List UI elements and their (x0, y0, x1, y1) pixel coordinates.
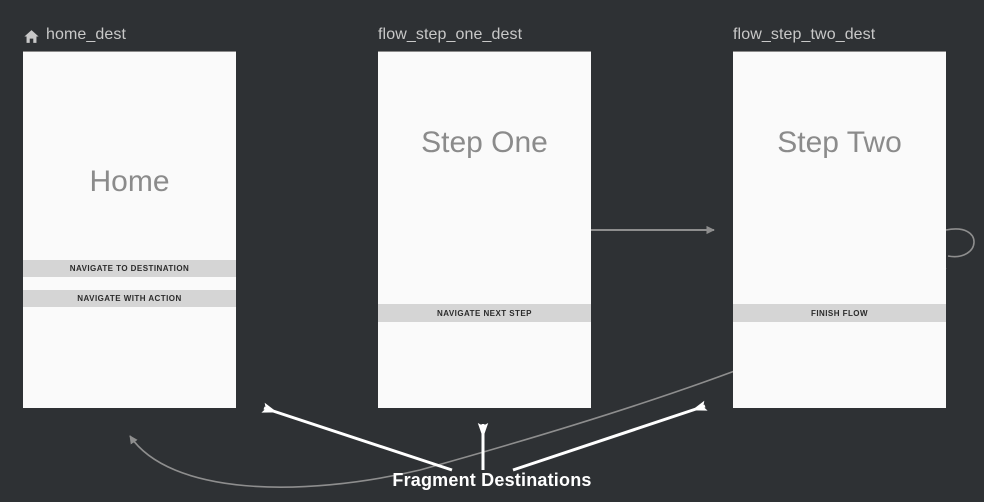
node-label-text: flow_step_two_dest (733, 26, 876, 43)
preview-title: Step One (421, 126, 548, 159)
navigate-with-action-button[interactable]: NAVIGATE WITH ACTION (23, 290, 236, 307)
destination-preview-flow-step-two-dest[interactable]: Step Two FINISH FLOW (733, 51, 946, 408)
navigate-next-step-button[interactable]: NAVIGATE NEXT STEP (378, 304, 591, 322)
callout-arrow-left (261, 402, 453, 472)
connector-step-two-self-loop (945, 228, 975, 258)
callout-label-fragment-destinations: Fragment Destinations (392, 470, 592, 490)
preview-title: Step Two (777, 126, 902, 159)
home-icon (23, 28, 40, 45)
destination-preview-flow-step-one-dest[interactable]: Step One NAVIGATE NEXT STEP (378, 51, 591, 408)
preview-title: Home (89, 165, 170, 198)
node-label-home-dest: home_dest (23, 22, 126, 48)
finish-flow-button[interactable]: FINISH FLOW (733, 304, 946, 322)
node-label-text: flow_step_one_dest (378, 26, 523, 43)
node-label-flow-step-one-dest: flow_step_one_dest (378, 22, 522, 48)
node-label-text: home_dest (46, 26, 127, 43)
node-label-flow-step-two-dest: flow_step_two_dest (733, 22, 875, 48)
navigate-to-destination-button[interactable]: NAVIGATE TO DESTINATION (23, 260, 236, 277)
callout-arrow-right (512, 400, 708, 472)
destination-preview-home-dest[interactable]: Home NAVIGATE TO DESTINATION NAVIGATE WI… (23, 51, 236, 408)
